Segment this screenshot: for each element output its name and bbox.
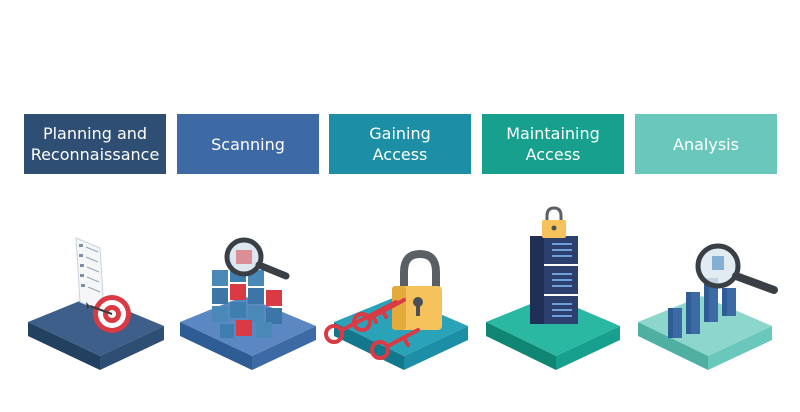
stage-header-scanning: Scanning [177,114,319,174]
magnifier-bar-chart-icon [638,243,778,370]
stage-header-maintaining-access: Maintaining Access [482,114,624,174]
stage-label-planning: Planning and Reconnaissance [30,124,160,164]
magnifier-cubes-icon [180,237,316,370]
server-stack-lock-icon [486,206,620,370]
stage-label-scanning: Scanning [211,134,285,154]
stage-header-gaining-access: Gaining Access [329,114,471,174]
stage-label-analysis: Analysis [673,134,739,154]
stage-label-gaining-access: Gaining Access [369,124,431,164]
padlock-keys-icon [324,249,468,370]
stage-header-planning: Planning and Reconnaissance [24,114,166,174]
target-checklist-icon [28,237,164,370]
stage-header-analysis: Analysis [635,114,777,174]
stage-label-maintaining-access: Maintaining Access [506,124,600,164]
